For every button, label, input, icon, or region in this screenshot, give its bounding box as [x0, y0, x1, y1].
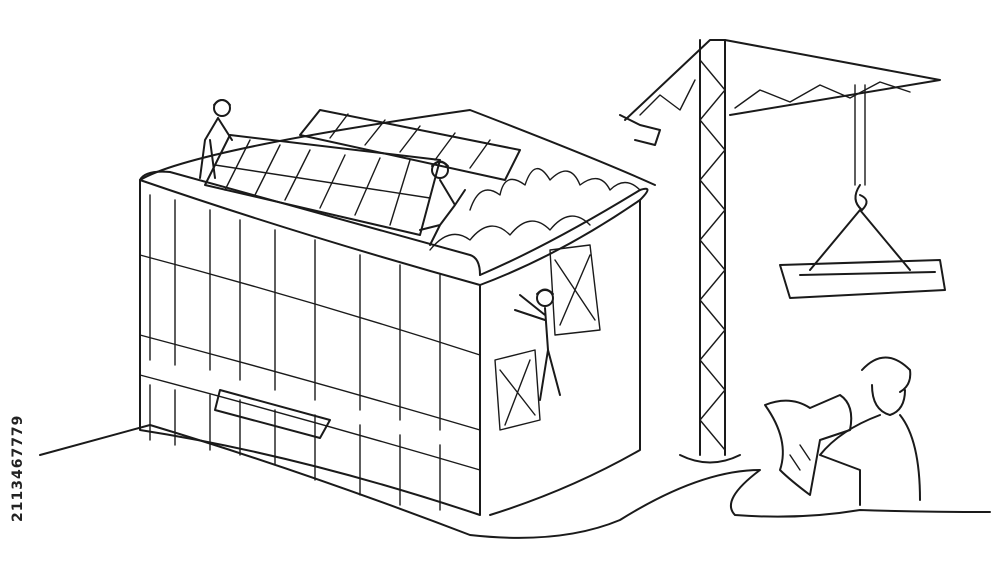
solar-panels	[204, 109, 521, 236]
stock-id-text: 2113467779	[10, 414, 26, 522]
tower-crane	[619, 39, 946, 464]
ground-line	[39, 424, 991, 539]
roof-plants	[429, 168, 641, 251]
worker-wall	[494, 244, 601, 431]
worker-roof-left	[199, 99, 233, 179]
engineer	[764, 356, 921, 506]
building	[139, 109, 656, 516]
worker-roof-right	[419, 160, 466, 246]
